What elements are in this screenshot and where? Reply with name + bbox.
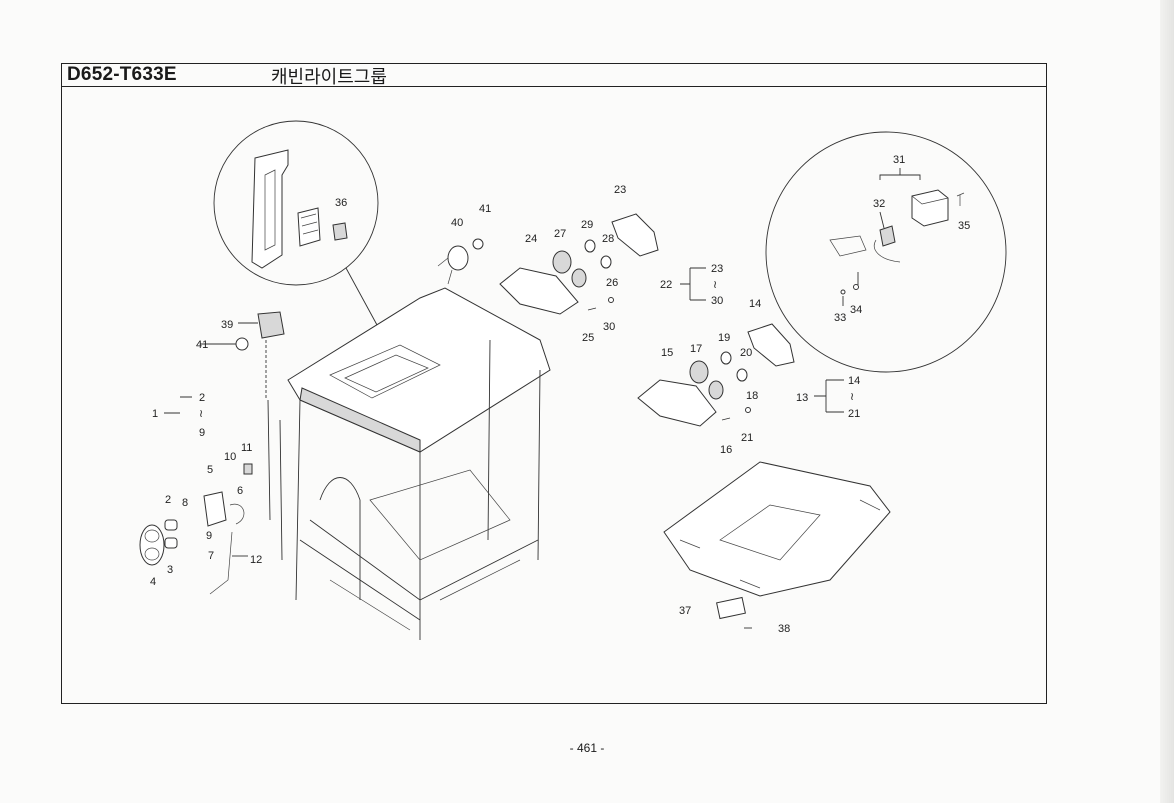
callout-17: 17 [690, 343, 702, 355]
diagram-frame [61, 63, 1047, 704]
callout-40: 40 [451, 217, 463, 229]
range-tilde-22: ≀ [713, 279, 717, 291]
callout-28: 28 [602, 233, 614, 245]
callout-7: 7 [208, 550, 214, 562]
callout-27: 27 [554, 228, 566, 240]
callout-34: 34 [850, 304, 862, 316]
callout-32: 32 [873, 198, 885, 210]
range-tilde-13: ≀ [850, 391, 854, 403]
rear-lamp-assembly [139, 463, 253, 595]
callout-22: 22 [660, 279, 672, 291]
callout-30-range-end: 30 [711, 295, 723, 307]
callout-15: 15 [661, 347, 673, 359]
callout-36: 36 [335, 197, 347, 209]
callout-2: 2 [165, 494, 171, 506]
detail-circle-roof-panel [213, 120, 396, 359]
detail-circle-work-lamp [765, 131, 1007, 373]
callout-16: 16 [720, 444, 732, 456]
callout-21: 21 [741, 432, 753, 444]
callout-39: 39 [221, 319, 233, 331]
callout-4: 4 [150, 576, 156, 588]
callout-21-range-end: 21 [848, 408, 860, 420]
callout-8: 8 [182, 497, 188, 509]
front-lamp-group-22 [499, 213, 659, 315]
side-marker-lamp [235, 311, 285, 400]
callout-35: 35 [958, 220, 970, 232]
callout-31: 31 [893, 154, 905, 166]
part-group-code: D652-T633E [67, 64, 177, 85]
callout-26: 26 [606, 277, 618, 289]
callout-12: 12 [250, 554, 262, 566]
callout-19: 19 [718, 332, 730, 344]
callout-5: 5 [207, 464, 213, 476]
callout-18: 18 [746, 390, 758, 402]
callout-9-range-end: 9 [199, 427, 205, 439]
callout-29: 29 [581, 219, 593, 231]
callout-41: 41 [196, 339, 208, 351]
cab-frame [267, 287, 551, 640]
leader-lines [164, 267, 844, 557]
front-lamp-group-13 [637, 323, 795, 427]
callout-30: 30 [603, 321, 615, 333]
roof-work-lamp [437, 238, 484, 285]
page-number: - 461 - [569, 741, 605, 755]
callout-6: 6 [237, 485, 243, 497]
callout-41-top: 41 [479, 203, 491, 215]
callout-labels: 1 2 ≀ 9 2 8 5 10 11 6 9 7 12 4 3 39 41 3… [150, 154, 970, 635]
callout-1: 1 [152, 408, 158, 420]
callout-25: 25 [582, 332, 594, 344]
callout-37: 37 [679, 605, 691, 617]
callout-23-range-start: 23 [711, 263, 723, 275]
callout-3: 3 [167, 564, 173, 576]
callout-23: 23 [614, 184, 626, 196]
callout-9: 9 [206, 530, 212, 542]
headliner-panel [663, 461, 891, 629]
part-group-title: 캐빈라이트그룹 [271, 67, 387, 88]
callout-10: 10 [224, 451, 236, 463]
callout-14-range-start: 14 [848, 375, 860, 387]
callout-33: 33 [834, 312, 846, 324]
callout-38: 38 [778, 623, 790, 635]
range-tilde: ≀ [199, 408, 203, 420]
callout-24: 24 [525, 233, 537, 245]
callout-11: 11 [241, 442, 252, 454]
callout-20: 20 [740, 347, 752, 359]
callout-13: 13 [796, 392, 808, 404]
callout-14: 14 [749, 298, 761, 310]
page-edge-shadow [1160, 0, 1174, 803]
callout-2-range-start: 2 [199, 392, 205, 404]
page-header: D652-T633E 캐빈라이트그룹 [61, 63, 1047, 88]
